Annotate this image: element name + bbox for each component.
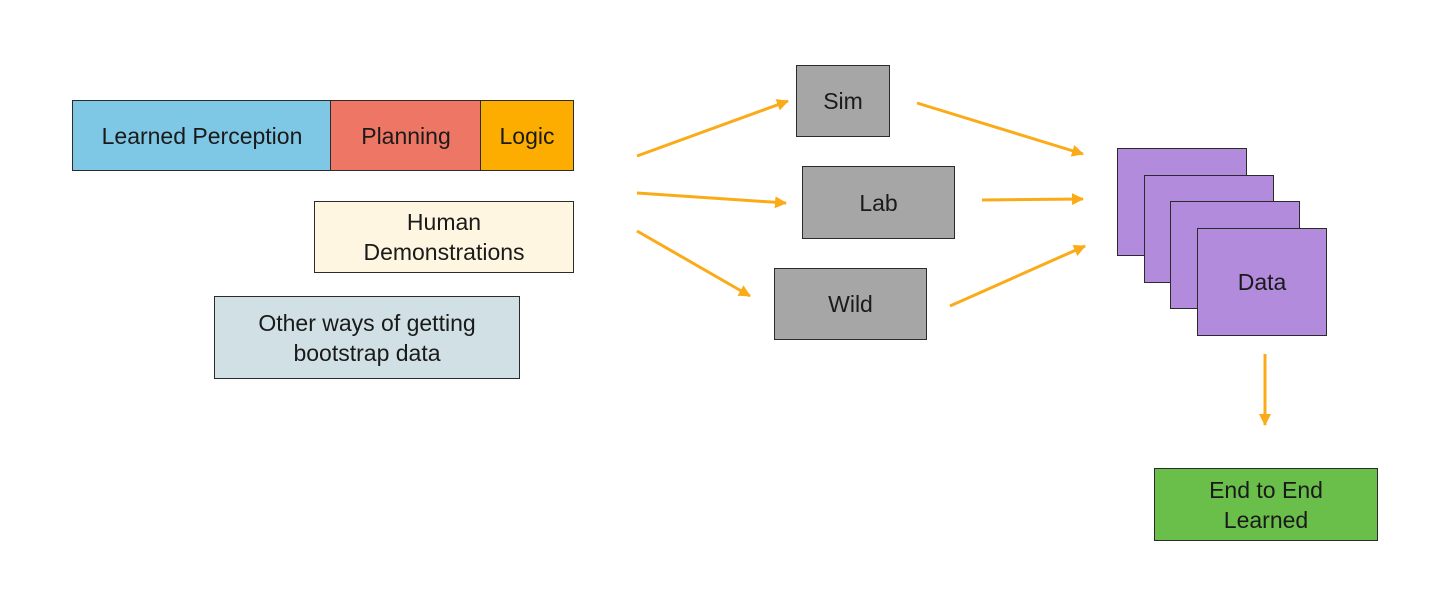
end-to-end-learned-box: End to End Learned: [1154, 468, 1378, 541]
arrow-to-sim: [636, 99, 789, 158]
human-demonstrations-line1: Human: [406, 209, 482, 235]
human-demonstrations-box: Human Demonstrations: [314, 201, 574, 273]
learned-perception-box: Learned Perception: [72, 100, 332, 171]
arrow-to-lab: [636, 191, 787, 209]
learned-perception-label: Learned Perception: [101, 122, 303, 149]
sim-box: Sim: [796, 65, 890, 137]
wild-label: Wild: [828, 291, 873, 317]
logic-box: Logic: [480, 100, 574, 171]
bootstrap-data-line1: Other ways of getting: [258, 309, 476, 336]
data-box: Data: [1197, 228, 1327, 336]
sim-label: Sim: [823, 88, 863, 114]
end-to-end-learned-line1: End to End: [1209, 476, 1323, 503]
bootstrap-data-box: Other ways of getting bootstrap data: [214, 296, 520, 379]
end-to-end-learned-line2: Learned: [1223, 506, 1309, 533]
wild-box: Wild: [774, 268, 927, 340]
arrow-lab-to-data: [981, 193, 1084, 206]
bootstrap-data-line2: bootstrap data: [293, 339, 441, 366]
human-demonstrations-line2: Demonstrations: [363, 239, 525, 265]
planning-label: Planning: [361, 122, 451, 149]
arrow-to-wild: [636, 229, 751, 298]
arrow-sim-to-data: [916, 101, 1084, 157]
data-label: Data: [1237, 269, 1287, 295]
logic-label: Logic: [499, 122, 555, 149]
lab-label: Lab: [859, 189, 898, 216]
arrow-wild-to-data: [949, 244, 1086, 308]
lab-box: Lab: [802, 166, 955, 239]
planning-box: Planning: [330, 100, 482, 171]
